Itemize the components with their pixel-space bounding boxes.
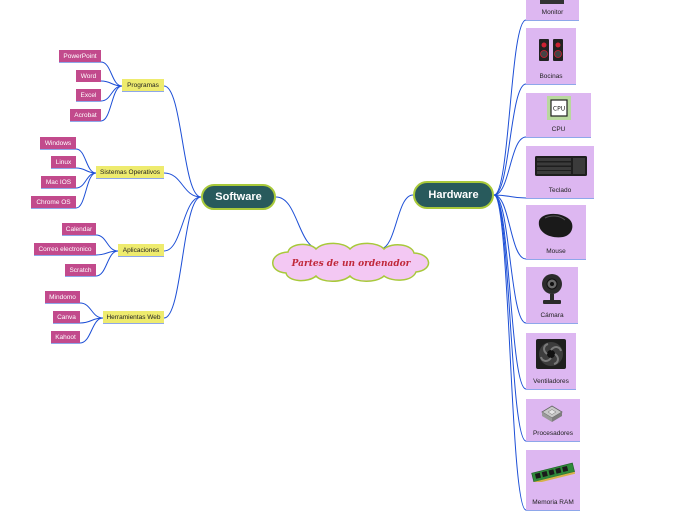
leaf-kahoot[interactable]: Kahoot <box>51 331 80 343</box>
webcam-icon <box>539 273 565 307</box>
leaf-label: Kahoot <box>55 333 76 341</box>
speakers-icon <box>538 37 564 63</box>
monitor-icon <box>540 0 564 4</box>
leaf-canva[interactable]: Canva <box>53 311 80 323</box>
connector-leaf <box>100 61 123 87</box>
software-branch[interactable]: Software <box>201 184 276 210</box>
connector-leaf <box>95 250 119 277</box>
leaf-excel[interactable]: Excel <box>76 89 101 101</box>
hardware-item-bocinas[interactable]: Bocinas <box>526 28 576 84</box>
connector-software-herramientas <box>163 196 202 319</box>
hardware-item-label: Cámara <box>540 312 564 319</box>
connector-software-sistemas <box>163 172 202 198</box>
leaf-label: Mindomo <box>49 293 76 301</box>
hardware-item-label: Bocinas <box>539 73 563 80</box>
mouse-icon <box>535 211 575 239</box>
group-aplicaciones[interactable]: Aplicaciones <box>118 244 164 256</box>
leaf-label: Calendar <box>65 225 93 233</box>
leaf-label: Scratch <box>69 266 92 274</box>
leaf-label: Chrome OS <box>36 198 71 206</box>
hardware-item-label: Memoria RAM <box>532 499 574 506</box>
connector-leaf <box>75 172 97 209</box>
group-label: Aplicaciones <box>122 246 160 254</box>
connector-hardware-item <box>493 83 527 196</box>
fan-icon <box>536 339 566 369</box>
connector-hardware-item <box>493 19 527 196</box>
connector-hardware-item <box>493 194 527 324</box>
connector-hardware-item <box>493 194 527 442</box>
group-label: Herramientas Web <box>106 313 161 321</box>
connector-leaf <box>79 302 104 319</box>
ram-icon <box>531 462 576 484</box>
hardware-item-label: Ventiladores <box>533 378 569 385</box>
hardware-item-label: CPU <box>551 126 566 133</box>
group-label: Programas <box>127 81 159 89</box>
hardware-item-teclado[interactable]: Teclado <box>526 146 594 198</box>
group-label: Sistemas Operativos <box>100 168 160 176</box>
connector-software-aplicaciones <box>163 196 202 252</box>
leaf-correo-electronico[interactable]: Correo electronico <box>34 243 96 255</box>
connector-leaf <box>75 172 97 189</box>
hardware-item-camara[interactable]: Cámara <box>526 267 578 323</box>
hardware-item-ventiladores[interactable]: Ventiladores <box>526 333 576 389</box>
processor-icon <box>540 404 564 424</box>
connector-leaf <box>100 85 123 122</box>
leaf-label: PowerPoint <box>63 52 97 60</box>
hardware-item-monitor[interactable]: Monitor <box>526 0 579 20</box>
leaf-acrobat[interactable]: Acrobat <box>70 109 101 121</box>
cpu-chip-text: CPU <box>553 106 565 113</box>
leaf-label: Windows <box>44 139 72 147</box>
leaf-windows[interactable]: Windows <box>40 137 76 149</box>
software-branch-label: Software <box>215 191 262 203</box>
connector-leaf <box>79 317 104 344</box>
leaf-word[interactable]: Word <box>76 70 101 82</box>
leaf-label: Canva <box>57 313 76 321</box>
hardware-item-label: Procesadores <box>532 430 574 437</box>
hardware-item-cpu[interactable]: CPU CPU <box>526 93 591 137</box>
group-programas[interactable]: Programas <box>122 79 164 91</box>
keyboard-icon <box>535 156 587 176</box>
connector-hardware-item <box>493 194 527 199</box>
group-sistemas-operativos[interactable]: Sistemas Operativos <box>96 166 164 178</box>
connector-hardware-item <box>493 136 527 196</box>
leaf-linux[interactable]: Linux <box>51 156 76 168</box>
leaf-chrome-os[interactable]: Chrome OS <box>31 196 76 208</box>
leaf-scratch[interactable]: Scratch <box>65 264 96 276</box>
hardware-item-mouse[interactable]: Mouse <box>526 205 586 259</box>
connector-software-programas <box>163 85 202 198</box>
leaf-calendar[interactable]: Calendar <box>62 223 96 235</box>
leaf-label: Mac IOS <box>45 178 72 186</box>
connector-leaf <box>95 234 119 252</box>
central-topic[interactable]: Partes de un ordenador <box>266 242 436 282</box>
hardware-item-label: Mouse <box>546 248 566 255</box>
connector-leaf <box>75 148 97 174</box>
leaf-label: Acrobat <box>74 111 97 119</box>
leaf-mac-ios[interactable]: Mac IOS <box>41 176 76 188</box>
leaf-label: Excel <box>80 91 97 99</box>
hardware-branch-label: Hardware <box>428 189 479 201</box>
group-herramientas-web[interactable]: Herramientas Web <box>103 311 164 323</box>
hardware-item-label: Monitor <box>541 9 564 16</box>
cloud-shape: Partes de un ordenador <box>272 242 430 282</box>
hardware-item-memoria-ram[interactable]: Memoria RAM <box>526 450 580 510</box>
leaf-powerpoint[interactable]: PowerPoint <box>59 50 101 62</box>
leaf-mindomo[interactable]: Mindomo <box>45 291 80 303</box>
hardware-item-label: Teclado <box>548 187 572 194</box>
connector-hardware-item <box>493 194 527 390</box>
leaf-label: Word <box>80 72 97 80</box>
cpu-icon: CPU <box>547 96 571 120</box>
leaf-label: Linux <box>55 158 72 166</box>
connector-hardware-item <box>493 194 527 511</box>
central-topic-label: Partes de un ordenador <box>291 259 412 269</box>
hardware-item-procesadores[interactable]: Procesadores <box>526 399 580 441</box>
leaf-label: Correo electronico <box>38 245 92 253</box>
connector-center-hardware <box>379 194 414 250</box>
connector-leaf <box>100 85 123 102</box>
connector-hardware-item <box>493 194 527 260</box>
hardware-branch[interactable]: Hardware <box>413 181 494 209</box>
